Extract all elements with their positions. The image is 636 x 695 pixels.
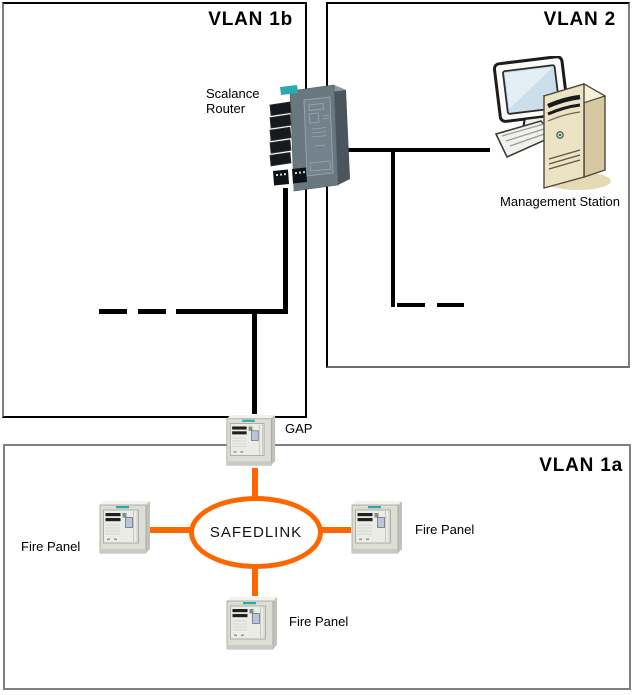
zone-vlan-1b: VLAN 1b [2,2,307,418]
computer-icon [492,55,611,190]
fire-panel-icon [226,414,276,466]
vlan1b-bus-dash [138,309,166,314]
zone-title-vlan-2: VLAN 2 [543,9,616,30]
fire-panel-right-label: Fire Panel [415,522,475,537]
zone-vlan-1a: VLAN 1a [3,444,631,690]
fire-panel-icon [226,597,277,650]
router-icon [269,84,350,192]
gap-device-image [222,411,279,469]
safedlink-link-left-panel [150,527,191,533]
vlan2-bus-dash [437,303,464,307]
vlan2-drop-line [391,150,395,307]
scalance-router-image [268,83,352,195]
fire-panel-icon [99,501,150,554]
fire-panel-left-image [96,497,153,557]
fire-panel-right-image [348,497,405,557]
gap-label: GAP [285,421,313,436]
safedlink-link-gap [252,468,258,499]
safedlink-ring: SAFEDLINK [189,496,323,569]
safedlink-link-bottom-panel [252,566,258,596]
fire-panel-icon [351,501,402,554]
scalance-router-label: Scalance Router [206,86,259,116]
link-router-to-vlan1b-bus [283,188,288,314]
scalance-router-label-line2: Router [206,101,246,116]
vlan1b-bus-dash [99,309,127,314]
safedlink-link-right-panel [321,527,351,533]
vlan1b-bus-line [176,309,288,314]
management-station-label: Management Station [500,194,620,209]
link-vlan1b-bus-to-gap [252,314,257,414]
fire-panel-left-label: Fire Panel [21,539,81,554]
safedlink-label: SAFEDLINK [209,524,303,541]
link-router-to-management-station [345,148,490,152]
management-station-image [492,55,616,196]
vlan2-bus-dash [397,303,425,307]
fire-panel-bottom-image [223,593,280,653]
zone-title-vlan-1b: VLAN 1b [208,9,293,30]
scalance-router-label-line1: Scalance [206,86,260,101]
fire-panel-bottom-label: Fire Panel [289,614,349,629]
zone-title-vlan-1a: VLAN 1a [539,455,623,476]
